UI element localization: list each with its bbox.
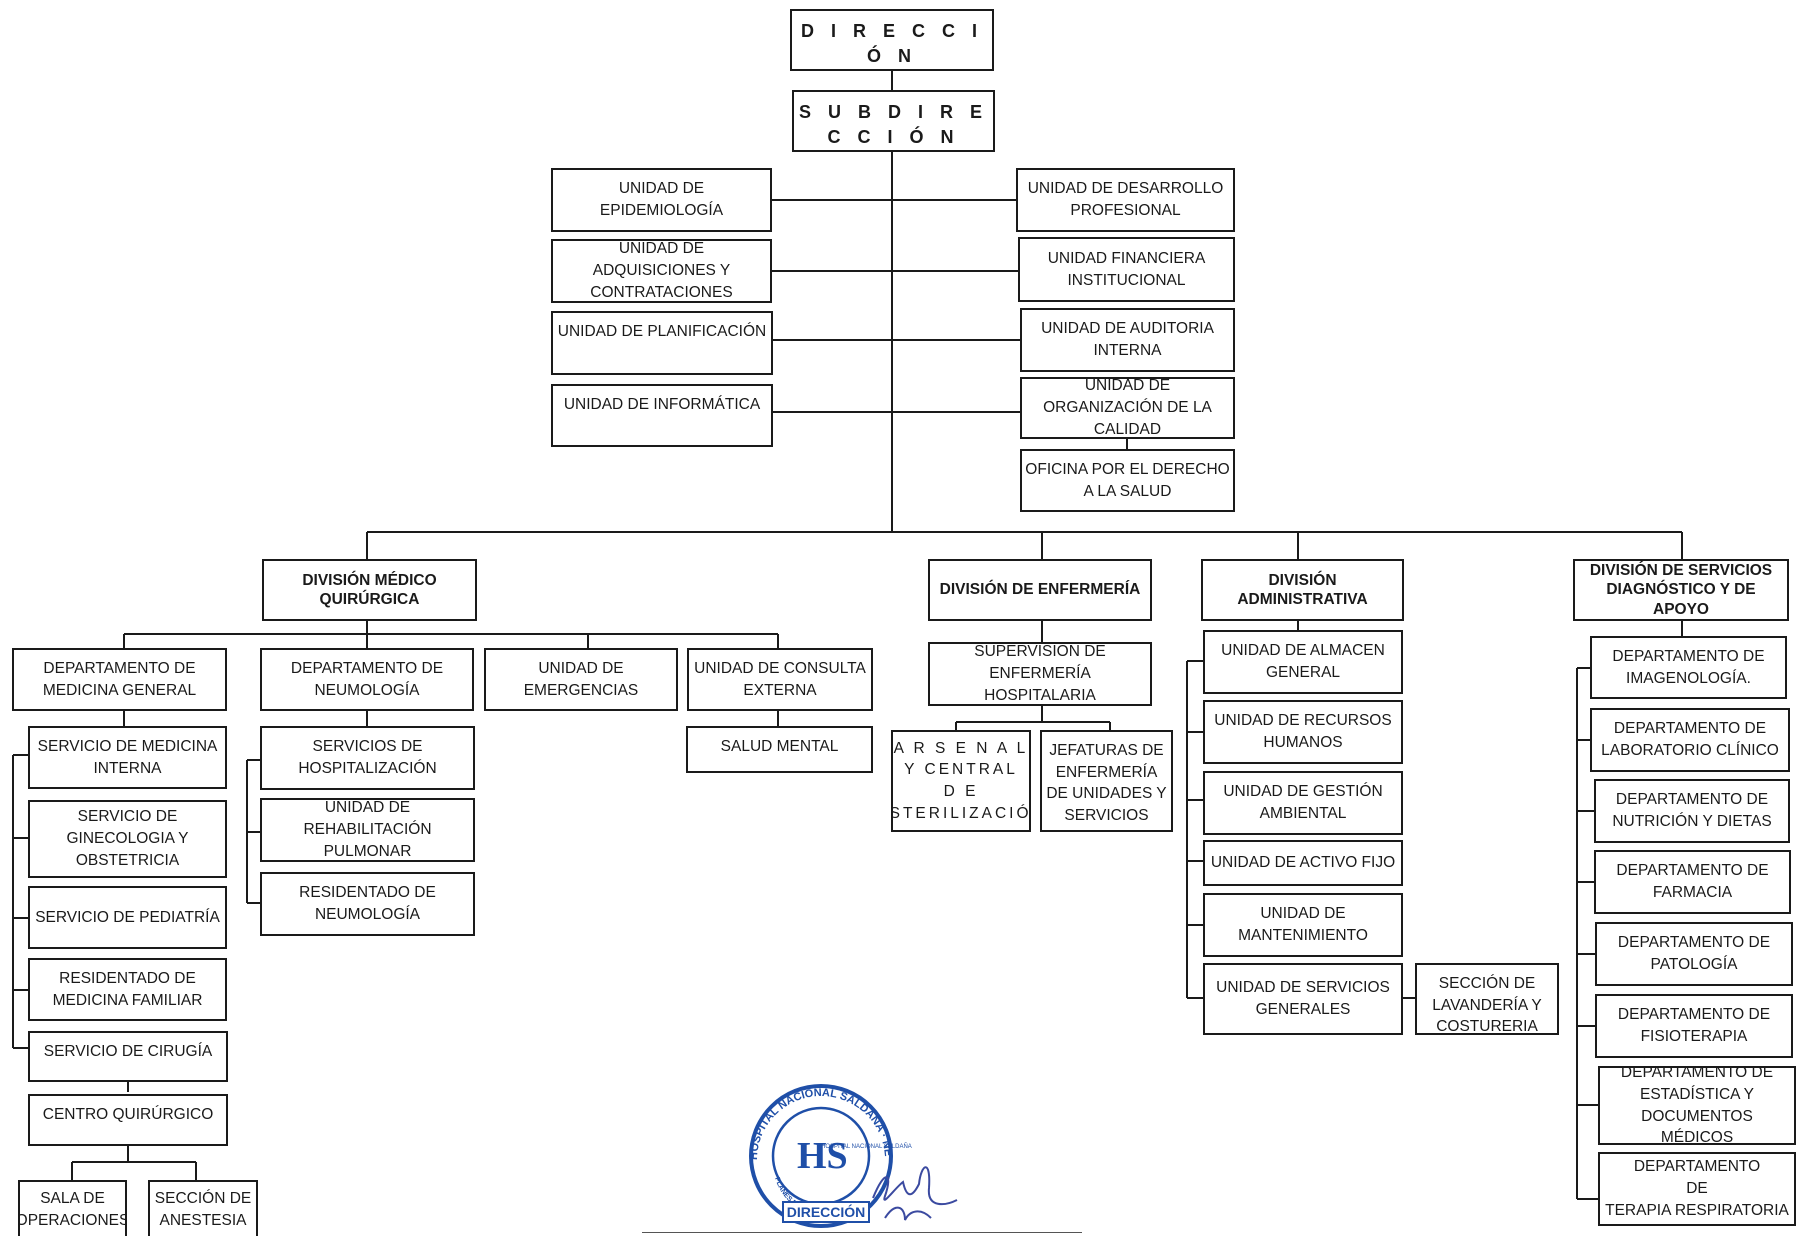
- departamento-estadistica-box: DEPARTAMENTO DE ESTADÍSTICA Y DOCUMENTOS…: [1598, 1066, 1796, 1145]
- departamento-neumologia-box: DEPARTAMENTO DE NEUMOLOGÍA: [260, 648, 474, 711]
- unidad-adquisiciones-box: UNIDAD DE ADQUISICIONES Y CONTRATACIONES: [551, 239, 772, 303]
- unidad-mantenimiento-box: UNIDAD DE MANTENIMIENTO: [1203, 893, 1403, 957]
- departamento-patologia-box: DEPARTAMENTO DE PATOLOGÍA: [1595, 922, 1793, 986]
- subdireccion-box: S U B D I R E C C I Ó N: [792, 90, 995, 152]
- oficina-derecho-salud-box: OFICINA POR EL DERECHO A LA SALUD: [1020, 449, 1235, 512]
- seal-inner-text: HOSPITAL NACIONAL SALDAÑA: [821, 1143, 912, 1150]
- unidad-gestion-ambiental-box: UNIDAD DE GESTIÓN AMBIENTAL: [1203, 771, 1403, 835]
- residentado-neumologia-box: RESIDENTADO DE NEUMOLOGÍA: [260, 872, 475, 936]
- seccion-anestesia-box: SECCIÓN DE ANESTESIA: [148, 1180, 258, 1236]
- servicio-ginecologia-box: SERVICIO DE GINECOLOGIA Y OBSTETRICIA: [28, 800, 227, 878]
- unidad-consulta-externa-box: UNIDAD DE CONSULTA EXTERNA: [687, 648, 873, 711]
- division-diagnostico-apoyo-box: DIVISIÓN DE SERVICIOS DIAGNÓSTICO Y DE A…: [1573, 559, 1789, 621]
- servicios-hospitalizacion-box: SERVICIOS DE HOSPITALIZACIÓN: [260, 726, 475, 790]
- seccion-lavanderia-box: SECCIÓN DE LAVANDERÍA Y COSTURERIA: [1415, 963, 1559, 1035]
- division-enfermeria-box: DIVISIÓN DE ENFERMERÍA: [928, 559, 1152, 621]
- departamento-farmacia-box: DEPARTAMENTO DE FARMACIA: [1594, 850, 1791, 914]
- departamento-imagenologia-box: DEPARTAMENTO DE IMAGENOLOGÍA.: [1590, 636, 1787, 699]
- unidad-planificacion-box: UNIDAD DE PLANIFICACIÓN: [551, 311, 773, 375]
- sala-operaciones-box: SALA DE OPERACIONES: [18, 1180, 127, 1236]
- unidad-epidemiologia-box: UNIDAD DE EPIDEMIOLOGÍA: [551, 168, 772, 232]
- unidad-auditoria-box: UNIDAD DE AUDITORIA INTERNA: [1020, 308, 1235, 372]
- unidad-recursos-humanos-box: UNIDAD DE RECURSOS HUMANOS: [1203, 700, 1403, 764]
- unidad-almacen-box: UNIDAD DE ALMACEN GENERAL: [1203, 630, 1403, 694]
- servicio-cirugia-box: SERVICIO DE CIRUGÍA: [28, 1031, 228, 1082]
- unidad-calidad-box: UNIDAD DE ORGANIZACIÓN DE LA CALIDAD: [1020, 377, 1235, 439]
- unidad-desarrollo-profesional-box: UNIDAD DE DESARROLLO PROFESIONAL: [1016, 168, 1235, 232]
- unidad-rehabilitacion-pulmonar-box: UNIDAD DE REHABILITACIÓN PULMONAR: [260, 798, 475, 862]
- servicio-pediatria-box: SERVICIO DE PEDIATRÍA: [28, 886, 227, 949]
- departamento-fisioterapia-box: DEPARTAMENTO DE FISIOTERAPIA: [1595, 994, 1793, 1058]
- departamento-medicina-general-box: DEPARTAMENTO DE MEDICINA GENERAL: [12, 648, 227, 711]
- jefaturas-enfermeria-box: JEFATURAS DE ENFERMERÍA DE UNIDADES Y SE…: [1040, 730, 1173, 832]
- unidad-financiera-box: UNIDAD FINANCIERA INSTITUCIONAL: [1018, 237, 1235, 302]
- signature-scribble: [872, 1166, 958, 1221]
- direccion-box: D I R E C C I Ó N: [790, 9, 994, 71]
- departamento-terapia-respiratoria-box: DEPARTAMENTO DE TERAPIA RESPIRATORIA: [1598, 1152, 1796, 1226]
- unidad-informatica-box: UNIDAD DE INFORMÁTICA: [551, 384, 773, 447]
- arsenal-esterilizacion-box: A R S E N A L Y CENTRAL D E ESTERILIZACI…: [891, 730, 1031, 832]
- departamento-nutricion-box: DEPARTAMENTO DE NUTRICIÓN Y DIETAS: [1594, 779, 1790, 843]
- unidad-activo-fijo-box: UNIDAD DE ACTIVO FIJO: [1203, 840, 1403, 886]
- salud-mental-box: SALUD MENTAL: [686, 726, 873, 773]
- centro-quirurgico-box: CENTRO QUIRÚRGICO: [28, 1094, 228, 1146]
- servicio-medicina-interna-box: SERVICIO DE MEDICINA INTERNA: [28, 726, 227, 789]
- departamento-laboratorio-box: DEPARTAMENTO DE LABORATORIO CLÍNICO: [1590, 708, 1790, 772]
- unidad-servicios-generales-box: UNIDAD DE SERVICIOS GENERALES: [1203, 963, 1403, 1035]
- division-medico-quirurgica-box: DIVISIÓN MÉDICO QUIRÚRGICA: [262, 559, 477, 621]
- seal-label: DIRECCIÓN: [787, 1203, 866, 1220]
- supervision-enfermeria-box: SUPERVISIÓN DE ENFERMERÍA HOSPITALARIA: [928, 642, 1152, 706]
- residentado-medicina-familiar-box: RESIDENTADO DE MEDICINA FAMILIAR: [28, 958, 227, 1021]
- signature-line: [642, 1232, 1082, 1233]
- direccion-seal-stamp: HOSPITAL NACIONAL SALDAÑA · NEUMOLOGÍA Y…: [735, 1078, 958, 1228]
- seal-monogram: HS: [797, 1135, 848, 1177]
- division-administrativa-box: DIVISIÓN ADMINISTRATIVA: [1201, 559, 1404, 621]
- unidad-emergencias-box: UNIDAD DE EMERGENCIAS: [484, 648, 678, 711]
